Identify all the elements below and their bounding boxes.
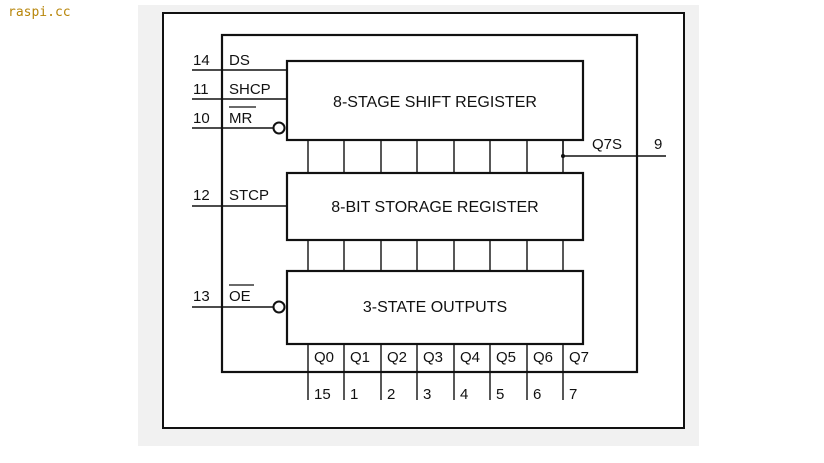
storage-register-block: [285, 171, 585, 242]
input-pin-oe: 13 OE: [192, 284, 286, 314]
outputs-block: [285, 269, 585, 346]
pin-number: 12: [193, 187, 210, 204]
storage-register-label: 8-BIT STORAGE REGISTER: [331, 199, 538, 216]
serial-output-q7s: Q7S 9: [561, 136, 666, 158]
input-pin-ds: 14 DS: [192, 52, 287, 71]
output-pin-q3: Q3 3: [416, 344, 443, 403]
output-pin-number: 3: [423, 386, 431, 403]
output-pin-q6: Q6 6: [526, 344, 553, 403]
pin-name: DS: [229, 52, 250, 69]
output-pin-q1: Q1 1: [343, 344, 370, 403]
shift-register-label: 8-STAGE SHIFT REGISTER: [333, 94, 537, 111]
pin-number: 11: [193, 81, 209, 98]
output-pin-number: 5: [496, 386, 504, 403]
output-pin-number: 2: [387, 386, 395, 403]
pin-name: STCP: [229, 187, 269, 204]
output-name: Q5: [496, 349, 516, 366]
output-pin-number: 6: [533, 386, 541, 403]
pin-number: 9: [654, 136, 662, 153]
input-pin-mr: 10 MR: [192, 106, 286, 135]
output-pin-number: 7: [569, 386, 577, 403]
pin-name: OE: [229, 288, 251, 305]
pin-number: 13: [193, 288, 210, 305]
shift-register-block: [285, 59, 585, 142]
watermark-text: raspi.cc: [8, 5, 71, 20]
output-pin-q7: Q7 7: [562, 344, 589, 403]
output-name: Q2: [387, 349, 407, 366]
output-pin-q4: Q4 4: [453, 344, 480, 403]
output-pin-number: 15: [314, 386, 331, 403]
output-pin-number: 4: [460, 386, 468, 403]
output-name: Q0: [314, 349, 334, 366]
input-pin-stcp: 12 STCP: [192, 187, 287, 207]
input-pin-shcp: 11 SHCP: [192, 81, 287, 100]
output-name: Q6: [533, 349, 553, 366]
inversion-bubble: [272, 300, 286, 314]
pin-number: 14: [193, 52, 210, 69]
pin-number: 10: [193, 110, 210, 127]
outputs-block-label: 3-STATE OUTPUTS: [363, 299, 507, 316]
output-pin-q5: Q5 5: [489, 344, 516, 403]
output-name: Q7: [569, 349, 589, 366]
pin-name: MR: [229, 110, 252, 127]
output-name: Q4: [460, 349, 480, 366]
output-pins: Q0 15 Q1 1 Q2 2 Q3 3 Q4 4 Q5 5 Q6 6 Q7 7: [307, 344, 589, 403]
output-name: Q3: [423, 349, 443, 366]
internal-bus-lines: [307, 140, 564, 271]
inversion-bubble: [272, 121, 286, 135]
output-pin-number: 1: [350, 386, 358, 403]
pin-name: Q7S: [592, 136, 622, 153]
output-pin-q0: Q0 15: [307, 344, 334, 403]
pin-name: SHCP: [229, 81, 271, 98]
output-name: Q1: [350, 349, 370, 366]
output-pin-q2: Q2 2: [380, 344, 407, 403]
